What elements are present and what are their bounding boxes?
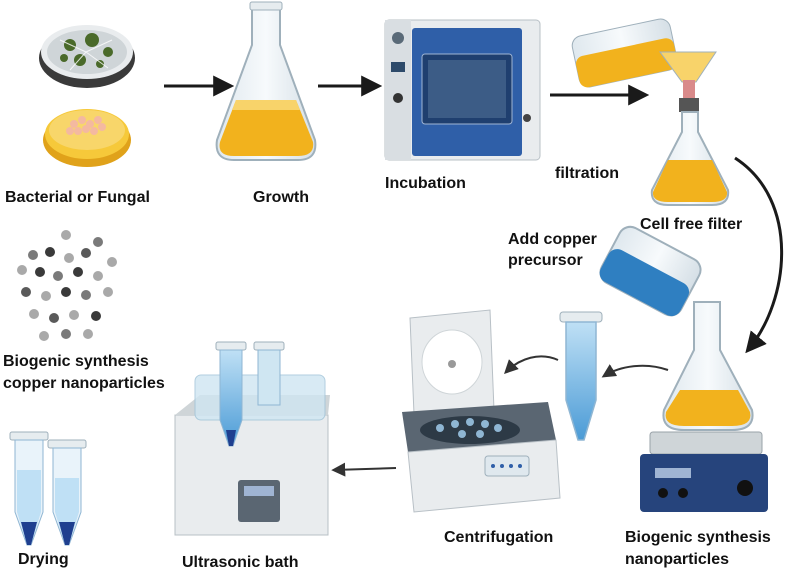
ultrasonic-bath-icon [174,341,330,536]
drying-tubes-icon [9,431,87,546]
centrifuge-icon [402,309,561,513]
label-incubation: Incubation [385,175,466,192]
arrow-to-tube [601,364,669,378]
label-biogenic-copper-line1: Biogenic synthesis [3,353,149,370]
growth-flask-icon [215,1,317,161]
nanoparticles-icon [17,230,117,341]
hot-plate-flask-icon [640,301,768,512]
filtration-flask-icon [571,18,730,206]
label-filtration: filtration [555,165,619,182]
arrow-to-biogenic-flask [734,156,784,354]
label-biogenic-np-line1: Biogenic synthesis [625,529,771,546]
arrow-to-centrifuge [504,355,559,374]
label-bacterial-fungal: Bacterial or Fungal [5,189,150,206]
conical-tube-icon [559,311,603,441]
label-drying: Drying [18,551,69,568]
arrow-to-ultrasonic [331,462,397,477]
label-biogenic-copper-line2: copper nanoparticles [3,375,165,392]
petri-dish-bacterial-icon [43,109,131,167]
label-cell-free-filter: Cell free filter [640,216,743,233]
label-centrifugation: Centrifugation [444,529,554,546]
label-precursor: precursor [508,252,583,269]
label-add-copper: Add copper [508,231,597,248]
petri-dish-fungal-icon [39,25,135,88]
label-biogenic-np-line2: nanoparticles [625,551,730,568]
copper-precursor-beaker-icon [599,225,702,317]
label-ultrasonic-bath: Ultrasonic bath [182,554,299,571]
label-growth: Growth [253,189,309,206]
incubator-icon [384,19,541,161]
